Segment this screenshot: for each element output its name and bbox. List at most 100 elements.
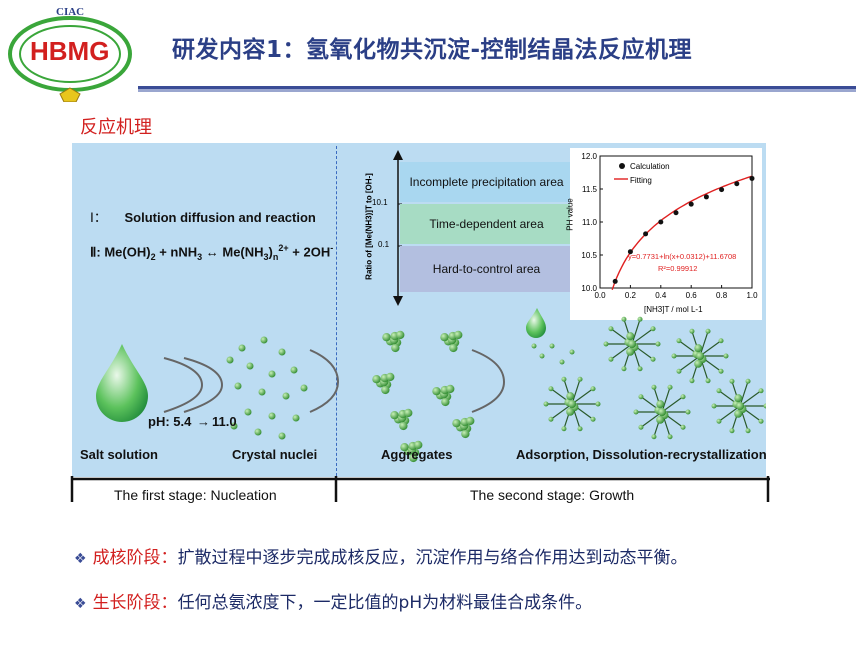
chart-r2: R²=0.99912 xyxy=(658,264,698,273)
label-adsorption: Adsorption, Dissolution-recrystallizatio… xyxy=(516,447,767,462)
area-hard-label: Hard-to-control area xyxy=(432,262,541,276)
data-point xyxy=(719,187,725,193)
data-point xyxy=(703,194,709,200)
tip-particle xyxy=(705,378,711,384)
crystal-spike xyxy=(631,329,652,345)
crystal-spike xyxy=(680,355,701,371)
nucleus-particle xyxy=(282,392,290,400)
tip-particle xyxy=(590,386,596,392)
small-nucleus-particle xyxy=(549,343,555,349)
logo-emblem xyxy=(8,16,132,103)
crystal-spike xyxy=(631,320,640,345)
x-tick-label: 0.8 xyxy=(716,291,728,300)
crystal-spike xyxy=(699,332,708,357)
small-nucleus-particle xyxy=(569,349,575,355)
crystal-core-particle xyxy=(694,344,703,353)
crystal-spike xyxy=(642,411,663,427)
chart-xlabel: [NH3]T / mol L-1 xyxy=(644,305,703,314)
x-tick-label: 0.2 xyxy=(625,291,637,300)
page-title: 研发内容1：氢氧化物共沉淀-控制结晶法反应机理 xyxy=(172,37,693,63)
bullet-key: 生长阶段： xyxy=(92,593,178,613)
tip-particle xyxy=(621,366,627,372)
data-point xyxy=(658,219,664,225)
crystal-core-particle xyxy=(696,352,704,360)
data-point xyxy=(734,181,740,187)
nucleus-particle xyxy=(278,432,286,440)
mechanism-1-text: Solution diffusion and reaction xyxy=(124,210,316,225)
tip-particle xyxy=(577,426,583,432)
legend-calculation-marker xyxy=(619,163,625,169)
mechanism-2-part: + nNH xyxy=(155,244,198,260)
crystal-core-particle xyxy=(628,340,636,348)
aggregate-particle xyxy=(440,332,449,342)
tip-particle xyxy=(633,409,639,415)
tip-particle xyxy=(676,368,682,374)
nucleus-particle xyxy=(244,408,252,416)
stage-divider xyxy=(336,146,337,476)
tip-particle xyxy=(705,328,711,334)
chart-legend-calculation: Calculation xyxy=(630,162,670,171)
y-tick-label: 11.5 xyxy=(582,185,598,194)
crystal-spike xyxy=(720,405,741,421)
data-point xyxy=(749,175,755,181)
crystal-nuclei-icon xyxy=(226,336,308,440)
ratio-tick-label: 0.1 xyxy=(378,240,390,249)
x-tick-label: 0.4 xyxy=(655,291,667,300)
crystal-core-particle xyxy=(626,332,635,341)
small-drop-icon xyxy=(526,308,546,338)
aggregate-particle xyxy=(404,408,413,418)
salt-drop-icon xyxy=(96,344,148,422)
title-divider xyxy=(138,86,856,92)
ph-start: pH: 5.4 xyxy=(148,414,192,429)
x-tick-label: 0.6 xyxy=(686,291,698,300)
crystal-core-particle xyxy=(566,407,575,416)
small-nucleus-particle xyxy=(531,343,537,349)
tip-particle xyxy=(676,338,682,344)
stage-timeline xyxy=(70,476,770,502)
tip-particle xyxy=(638,394,644,400)
ph-end: 11.0 xyxy=(211,414,237,429)
tip-particle xyxy=(667,434,673,440)
tip-particle xyxy=(729,428,735,434)
aggregate-particle xyxy=(391,343,400,353)
logo-top-text: CIAC xyxy=(56,6,85,18)
mechanism-2-sub: 3 xyxy=(263,251,269,262)
crystal-core-particle xyxy=(736,402,744,410)
nucleus-particle xyxy=(258,388,266,396)
ratio-diagram: Incomplete precipitation area Time-depen… xyxy=(360,150,575,310)
aggregate-particle xyxy=(372,374,381,384)
mechanism-2-part: + 2OH xyxy=(288,244,331,260)
tip-particle xyxy=(637,366,643,372)
mechanism-2: Ⅱ: Me(OH)2 + nNH3 ↔ Me(NH3)n2+ + 2OH- xyxy=(90,243,333,262)
aggregate-particle xyxy=(386,372,395,382)
flow-arrow-icon xyxy=(471,349,506,413)
tip-particle xyxy=(718,338,724,344)
tip-particle xyxy=(680,394,686,400)
aggregate-particle xyxy=(461,429,470,439)
aggregate-particle xyxy=(400,442,409,452)
area-hard: Hard-to-control area xyxy=(400,246,573,292)
tip-particle xyxy=(637,316,643,322)
nucleus-particle xyxy=(290,366,298,374)
area-incomplete: Incomplete precipitation area xyxy=(400,162,573,202)
nucleus-particle xyxy=(292,414,300,422)
tip-particle xyxy=(689,328,695,334)
mechanism-2-part: Me(OH) xyxy=(104,244,151,260)
y-tick-label: 10.0 xyxy=(581,284,597,293)
first-stage-label: The first stage: Nucleation xyxy=(114,487,277,503)
data-point xyxy=(612,278,618,284)
nucleus-particle xyxy=(234,382,242,390)
tip-particle xyxy=(638,424,644,430)
diamond-bullet-icon: ❖ xyxy=(74,551,87,567)
nucleus-particle xyxy=(268,370,276,378)
aggregate-particle xyxy=(382,332,391,342)
nucleus-particle xyxy=(238,344,246,352)
mechanism-2-sub: n xyxy=(272,251,279,262)
area-time-label: Time-dependent area xyxy=(429,217,544,231)
tip-particle xyxy=(723,353,729,359)
aggregates-icon xyxy=(372,330,475,463)
mechanism-2-part: ) xyxy=(268,244,273,260)
data-point xyxy=(643,231,649,237)
small-nucleus-particle xyxy=(539,353,545,359)
